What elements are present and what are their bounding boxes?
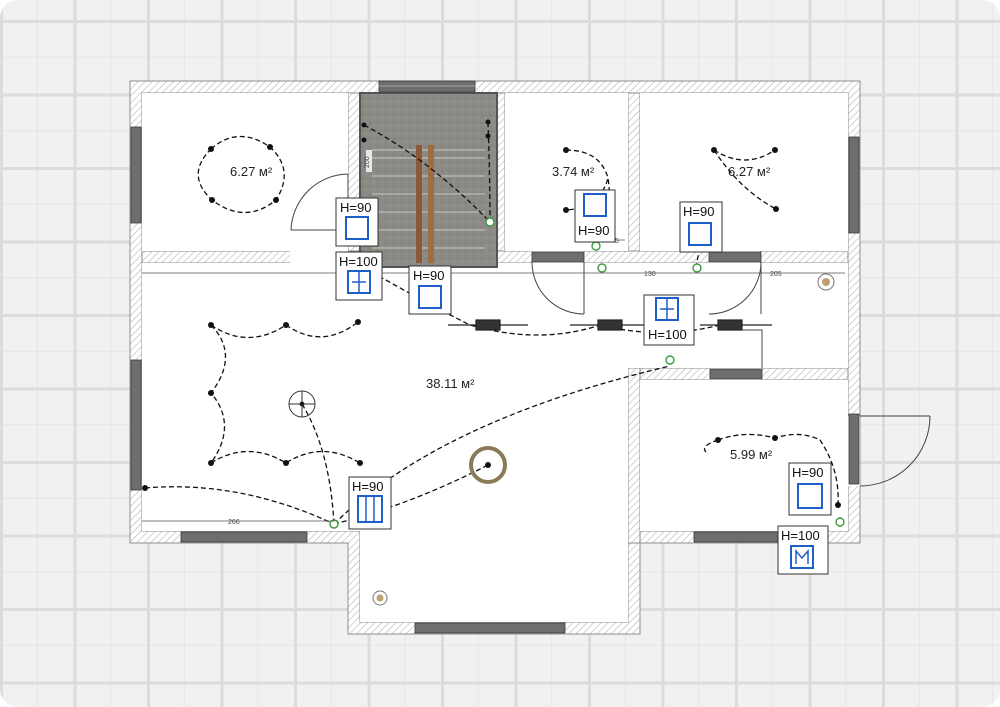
- height-marker[interactable]: H=90: [574, 189, 616, 243]
- dim-200: 200: [364, 156, 371, 168]
- outlet-icon: [372, 273, 835, 606]
- ceiling-light-icon: [469, 446, 507, 484]
- height-marker[interactable]: H=100: [643, 294, 695, 346]
- room-area-label: 6.27 м²: [728, 164, 771, 179]
- staircase: 200: [359, 92, 498, 268]
- windows: [130, 80, 860, 634]
- light-points: [142, 119, 841, 508]
- height-marker[interactable]: H=100: [777, 525, 829, 575]
- fan-icon: [288, 390, 316, 418]
- svg-text:H=100: H=100: [648, 327, 687, 342]
- height-marker[interactable]: H=100: [335, 251, 383, 301]
- doors: [290, 173, 931, 487]
- svg-text:H=90: H=90: [413, 268, 444, 283]
- svg-text:H=90: H=90: [352, 479, 383, 494]
- switch-icons: [329, 217, 845, 529]
- track-lights: [448, 319, 772, 331]
- dim-205: 205: [770, 271, 782, 278]
- height-marker[interactable]: H=90: [348, 476, 392, 530]
- height-marker[interactable]: H=90: [335, 197, 379, 247]
- svg-text:H=100: H=100: [339, 254, 378, 269]
- svg-text:H=90: H=90: [340, 200, 371, 215]
- walls: [129, 80, 861, 635]
- dim-5: 5: [615, 238, 619, 245]
- room-area-label: 38.11 м²: [426, 376, 475, 391]
- room-area-label: 3.74 м²: [552, 164, 595, 179]
- height-marker[interactable]: H=90: [408, 265, 452, 315]
- room-area-label: 6.27 м²: [230, 164, 273, 179]
- height-marker[interactable]: H=90: [788, 462, 832, 516]
- dim-266: 266: [228, 519, 240, 526]
- height-marker[interactable]: H=90: [679, 201, 723, 253]
- svg-text:H=90: H=90: [792, 465, 823, 480]
- svg-text:H=90: H=90: [683, 204, 714, 219]
- dim-130: 130: [644, 271, 656, 278]
- room-area-label: 5.99 м²: [730, 447, 773, 462]
- svg-text:H=100: H=100: [781, 528, 820, 543]
- svg-text:H=90: H=90: [578, 223, 609, 238]
